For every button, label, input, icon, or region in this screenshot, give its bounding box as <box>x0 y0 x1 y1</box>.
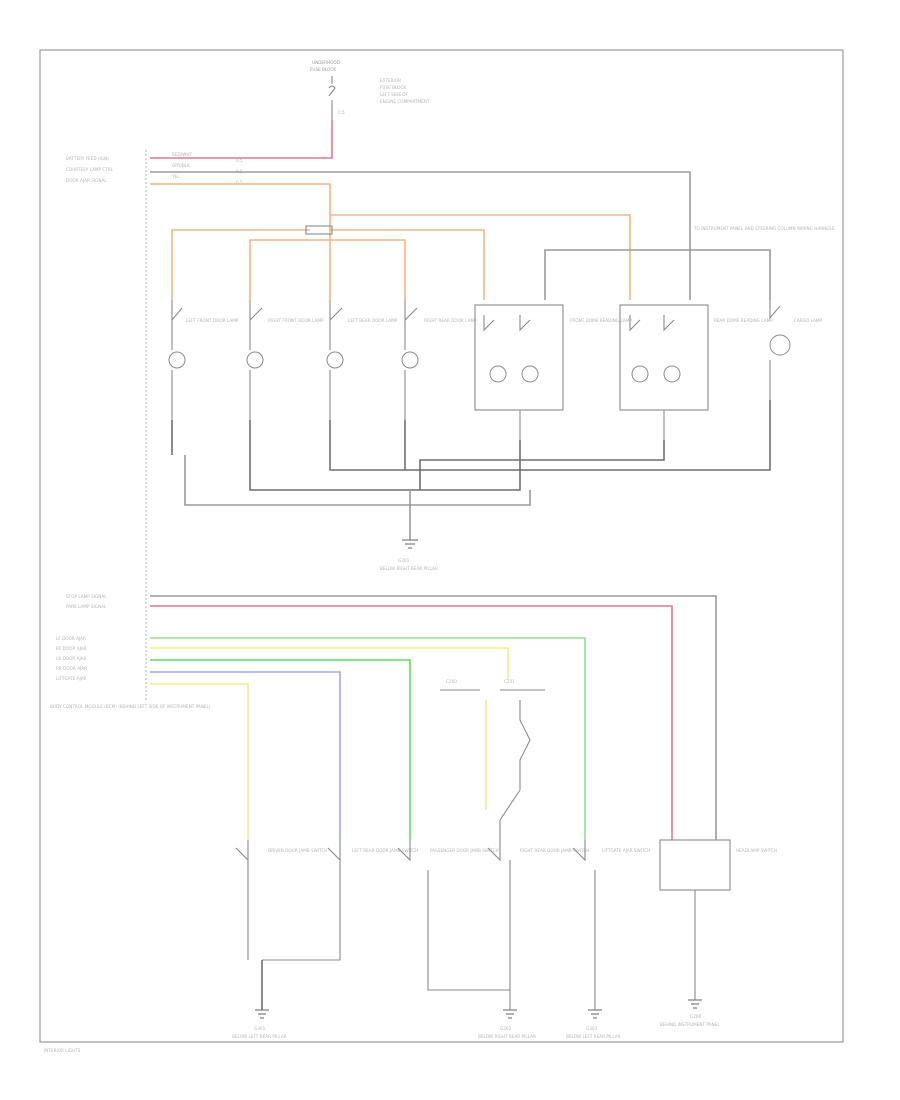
bcm-pin-5: PARK LAMP SIGNAL <box>66 604 107 609</box>
wire-rr-ajar <box>150 671 341 840</box>
svg-text:G302: G302 <box>500 1026 512 1031</box>
bcm-pin-6: LF DOOR AJAR <box>56 636 86 641</box>
switch-rr-door: RIGHT REAR DOOR JAMB SWITCH <box>487 820 589 1010</box>
fuse-note-1: EXTERIOR <box>380 78 401 83</box>
bcm-pin-8: LR DOOR AJAR <box>56 656 87 661</box>
fuse-note-3: LEFT SIDE OF <box>380 92 409 97</box>
svg-text:FRONT DOME READING LAMP: FRONT DOME READING LAMP <box>570 318 632 323</box>
switch-liftgate: LIFTGATE AJAR SWITCH <box>572 840 650 1010</box>
splice-note: TO INSTRUMENT PANEL AND STEERING COLUMN … <box>693 226 835 231</box>
wire-fuse-feed <box>150 120 333 159</box>
svg-text:BELOW RIGHT REAR PILLAR: BELOW RIGHT REAR PILLAR <box>478 1034 536 1039</box>
wire-park-lamp <box>150 605 673 840</box>
lamp-cargo: CARGO LAMP <box>769 300 822 400</box>
svg-text:G301: G301 <box>398 558 410 563</box>
ground-g302: G302 BELOW RIGHT REAR PILLAR <box>478 1009 536 1039</box>
bcm-pin-1: BATTERY FEED (IGN) <box>66 156 109 161</box>
switch-headlamp: HEADLAMP SWITCH <box>659 839 777 1000</box>
bcm-pin-9: RR DOOR AJAR <box>56 666 87 671</box>
fuse-note-4: ENGINE COMPARTMENT <box>380 99 430 104</box>
switch-passenger-door: PASSENGER DOOR JAMB SWITCH <box>397 840 510 991</box>
lamp-front-dome: FRONT DOME READING LAMP <box>474 304 632 440</box>
svg-text:BELOW LEFT REAR PILLAR: BELOW LEFT REAR PILLAR <box>232 1034 287 1039</box>
svg-text:REAR DOME READING LAMP: REAR DOME READING LAMP <box>714 318 773 323</box>
bcm-pin-4: STOP LAMP SIGNAL <box>66 594 107 599</box>
wire-orange-branch-2 <box>249 239 406 300</box>
splice-block <box>305 225 333 235</box>
lamp-rf-door: RIGHT FRONT DOOR LAMP <box>246 300 324 420</box>
wire-lr-ajar <box>150 659 411 840</box>
svg-text:BELOW RIGHT REAR PILLAR: BELOW RIGHT REAR PILLAR <box>380 566 438 571</box>
svg-text:C200: C200 <box>446 679 457 684</box>
diagram-frame <box>39 49 844 1043</box>
wire-ground-return-4 <box>184 455 531 506</box>
fuse-amp-label: 0.5 <box>338 110 345 115</box>
wire-lf-ajar <box>150 637 586 840</box>
wire-rf-ajar <box>150 647 509 680</box>
wire-ground-return-1 <box>171 420 521 491</box>
svg-text:C201: C201 <box>504 679 515 684</box>
wire-liftgate-ajar <box>150 683 249 840</box>
svg-text:RIGHT REAR DOOR LAMP: RIGHT REAR DOOR LAMP <box>424 318 477 323</box>
svg-text:G200: G200 <box>690 1014 702 1019</box>
ground-g301-top: G301 BELOW RIGHT REAR PILLAR <box>380 539 438 571</box>
wire-orange-branch-1 <box>171 229 310 300</box>
svg-text:LEFT REAR DOOR LAMP: LEFT REAR DOOR LAMP <box>348 318 398 323</box>
bcm-pin-10: LIFTGATE AJAR <box>56 676 87 681</box>
svg-text:BELOW LEFT REAR PILLAR: BELOW LEFT REAR PILLAR <box>566 1034 621 1039</box>
wire-label-3: YEL <box>171 174 180 179</box>
wire-orange-bus <box>150 183 331 300</box>
lamp-lr-door: LEFT REAR DOOR LAMP <box>326 300 398 420</box>
wire-orange-branch-4 <box>330 214 631 300</box>
lamp-rear-dome: REAR DOME READING LAMP <box>619 304 773 440</box>
svg-text:G303: G303 <box>586 1026 598 1031</box>
svg-text:PASSENGER DOOR JAMB SWITCH: PASSENGER DOOR JAMB SWITCH <box>430 848 499 853</box>
svg-text:LIFTGATE AJAR SWITCH: LIFTGATE AJAR SWITCH <box>602 848 650 853</box>
wire-orange-branch-3 <box>330 229 485 300</box>
fuse-block-label-top: UNDERHOOD <box>312 60 340 65</box>
fuse-block-label-bottom: FUSE BLOCK <box>310 67 336 72</box>
svg-text:LEFT REAR DOOR JAMB SWITCH: LEFT REAR DOOR JAMB SWITCH <box>352 848 418 853</box>
svg-text:RIGHT REAR DOOR JAMB SWITCH: RIGHT REAR DOOR JAMB SWITCH <box>520 848 589 853</box>
bcm-pin-2: COURTESY LAMP CTRL <box>66 167 114 172</box>
svg-text:CARGO LAMP: CARGO LAMP <box>794 318 822 323</box>
svg-text:HEADLAMP SWITCH: HEADLAMP SWITCH <box>736 848 777 853</box>
svg-text:BEHIND INSTRUMENT PANEL: BEHIND INSTRUMENT PANEL <box>660 1022 720 1027</box>
gauge-label-1: 0.5 <box>236 158 243 163</box>
bcm-name: BODY CONTROL MODULE (BCM) (BEHIND LEFT S… <box>50 704 211 709</box>
wire-label-1: RED/WHT <box>172 152 192 157</box>
bcm-pin-7: RF DOOR AJAR <box>56 646 87 651</box>
svg-text:LEFT FRONT DOOR LAMP: LEFT FRONT DOOR LAMP <box>186 318 239 323</box>
fuse-symbol <box>328 76 336 120</box>
svg-text:RIGHT FRONT DOOR LAMP: RIGHT FRONT DOOR LAMP <box>268 318 324 323</box>
fuse-note-2: FUSE BLOCK <box>380 85 406 90</box>
wire-dome-feed <box>544 249 771 300</box>
switch-driver-door: DRIVER DOOR JAMB SWITCH <box>235 840 327 960</box>
diode-symbol <box>499 700 531 821</box>
lamp-rr-door: RIGHT REAR DOOR LAMP <box>401 300 477 420</box>
ground-g301-bottom: G301 BELOW LEFT REAR PILLAR <box>232 1009 287 1039</box>
wire-stop-lamp <box>150 595 717 840</box>
bcm-pin-3: DOOR AJAR SIGNAL <box>66 178 107 183</box>
ground-g303: G303 BELOW LEFT REAR PILLAR <box>566 1009 621 1039</box>
footer-label: INTERIOR LIGHTS <box>44 1048 81 1053</box>
wire-courtesy-feed <box>150 171 691 290</box>
svg-text:G301: G301 <box>254 1026 266 1031</box>
gauge-label-3: 0.5 <box>236 180 243 185</box>
connector-c201: C201 <box>500 679 545 691</box>
connector-c200: C200 <box>440 679 480 691</box>
wire-ground-return-3 <box>404 420 665 490</box>
lamp-lf-door: LEFT FRONT DOOR LAMP <box>168 300 239 420</box>
svg-text:DRIVER DOOR JAMB SWITCH: DRIVER DOOR JAMB SWITCH <box>268 848 327 853</box>
wire-ground-return-2 <box>329 400 771 471</box>
switch-lr-door: LEFT REAR DOOR JAMB SWITCH <box>262 840 418 961</box>
ground-g200: G200 BEHIND INSTRUMENT PANEL <box>660 999 720 1027</box>
wire-label-2: GRY/BLK <box>172 163 190 168</box>
